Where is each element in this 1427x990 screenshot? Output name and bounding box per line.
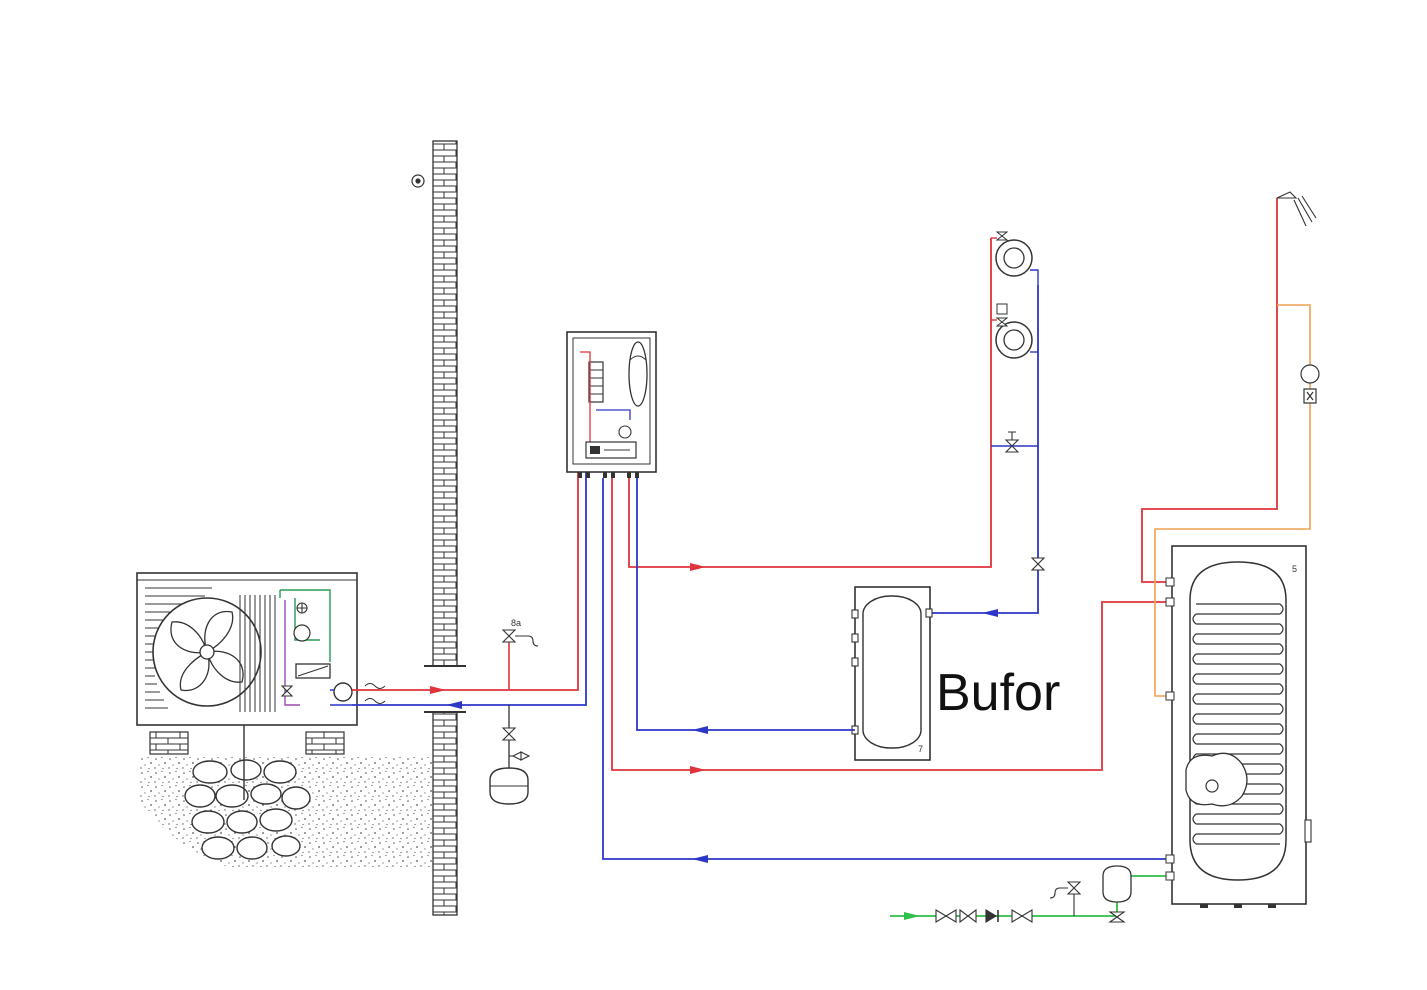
circulation-pump-icon [333, 682, 353, 702]
internal-return-line [284, 600, 300, 706]
buffer-return-line [636, 478, 855, 731]
safety-group: 8a [489, 618, 539, 805]
check-valve-icon [985, 909, 998, 923]
internal-pump-icon [293, 624, 311, 642]
heat-pump-foot-left [149, 731, 189, 755]
heat-pump-return-line [352, 470, 587, 706]
flow-arrow [904, 912, 920, 920]
shutoff-valve-icon-2 [1011, 909, 1033, 923]
safety-valve-number: 8a [511, 618, 521, 628]
tank-side-port [1304, 819, 1312, 843]
internal-expansion-vessel-icon [628, 341, 648, 407]
indoor-connection-ports [578, 472, 639, 478]
dhw-expansion-vessel-icon [1102, 865, 1132, 903]
outdoor-heat-pump-icon [136, 572, 358, 726]
circulation-pump-icon-2 [1300, 364, 1320, 404]
dhw-circulation-line [1154, 304, 1311, 697]
foundation-stones [184, 759, 311, 860]
outdoor-temperature-sensor-icon [411, 174, 425, 188]
dhw-safety-valve-icon [1066, 881, 1082, 895]
safety-valve-icon [501, 629, 539, 647]
buffer-label: Bufor [936, 664, 1060, 722]
ground [138, 724, 432, 868]
internal-valve-icon [296, 602, 308, 614]
inlet-valves [935, 881, 1126, 924]
internal-green-loop [279, 589, 331, 662]
internal-valve-icon-2 [280, 685, 294, 697]
dhw-cylinder-icon: 5 [1165, 545, 1312, 908]
tank-ports [1165, 577, 1175, 881]
buffer-tank-icon: 7 [851, 586, 933, 761]
brick-wall-icon [424, 140, 466, 916]
immersion-heater-icon [1185, 752, 1248, 807]
radiator-return-line [930, 285, 1039, 614]
radiator-icon [991, 231, 1039, 285]
filter-icon [959, 908, 977, 924]
indoor-hydrobox-icon [566, 331, 657, 478]
dhw-coil-supply-line [611, 478, 1168, 771]
flow-arrow [690, 766, 706, 774]
buffer-port-right [925, 608, 933, 618]
tank-number: 5 [1292, 564, 1297, 574]
flow-arrow [446, 701, 462, 709]
buffer-number: 7 [918, 744, 923, 754]
heat-pump-foot-right [305, 731, 345, 755]
electric-heater-icon [588, 361, 604, 403]
radiator-icon-2 [991, 303, 1038, 359]
heat-pump-coil [239, 595, 276, 712]
heat-pump-supply-line [352, 470, 579, 691]
indoor-pump-icon [618, 425, 632, 439]
fan-icon [170, 610, 244, 692]
shower-head-icon [1276, 191, 1317, 227]
flow-arrow [692, 855, 708, 863]
flow-arrow [690, 563, 706, 571]
return-valve-icon [1030, 557, 1046, 571]
radiator-supply-line [628, 238, 992, 568]
flow-arrow [692, 726, 708, 734]
hot-water-outlet-line [1141, 198, 1278, 583]
flow-arrow [982, 609, 998, 617]
heat-pump-flow-lines [352, 470, 587, 709]
flow-arrow [430, 686, 446, 694]
shutoff-valve-icon [935, 909, 957, 923]
dhw-coil-return-line [602, 478, 1168, 860]
radiator-circuit [628, 231, 1046, 617]
isolation-valve-icon [501, 727, 531, 761]
tank-feet [1200, 904, 1276, 908]
bypass-valve-icon [1004, 431, 1020, 453]
mixing-valve-icon [1108, 911, 1126, 923]
